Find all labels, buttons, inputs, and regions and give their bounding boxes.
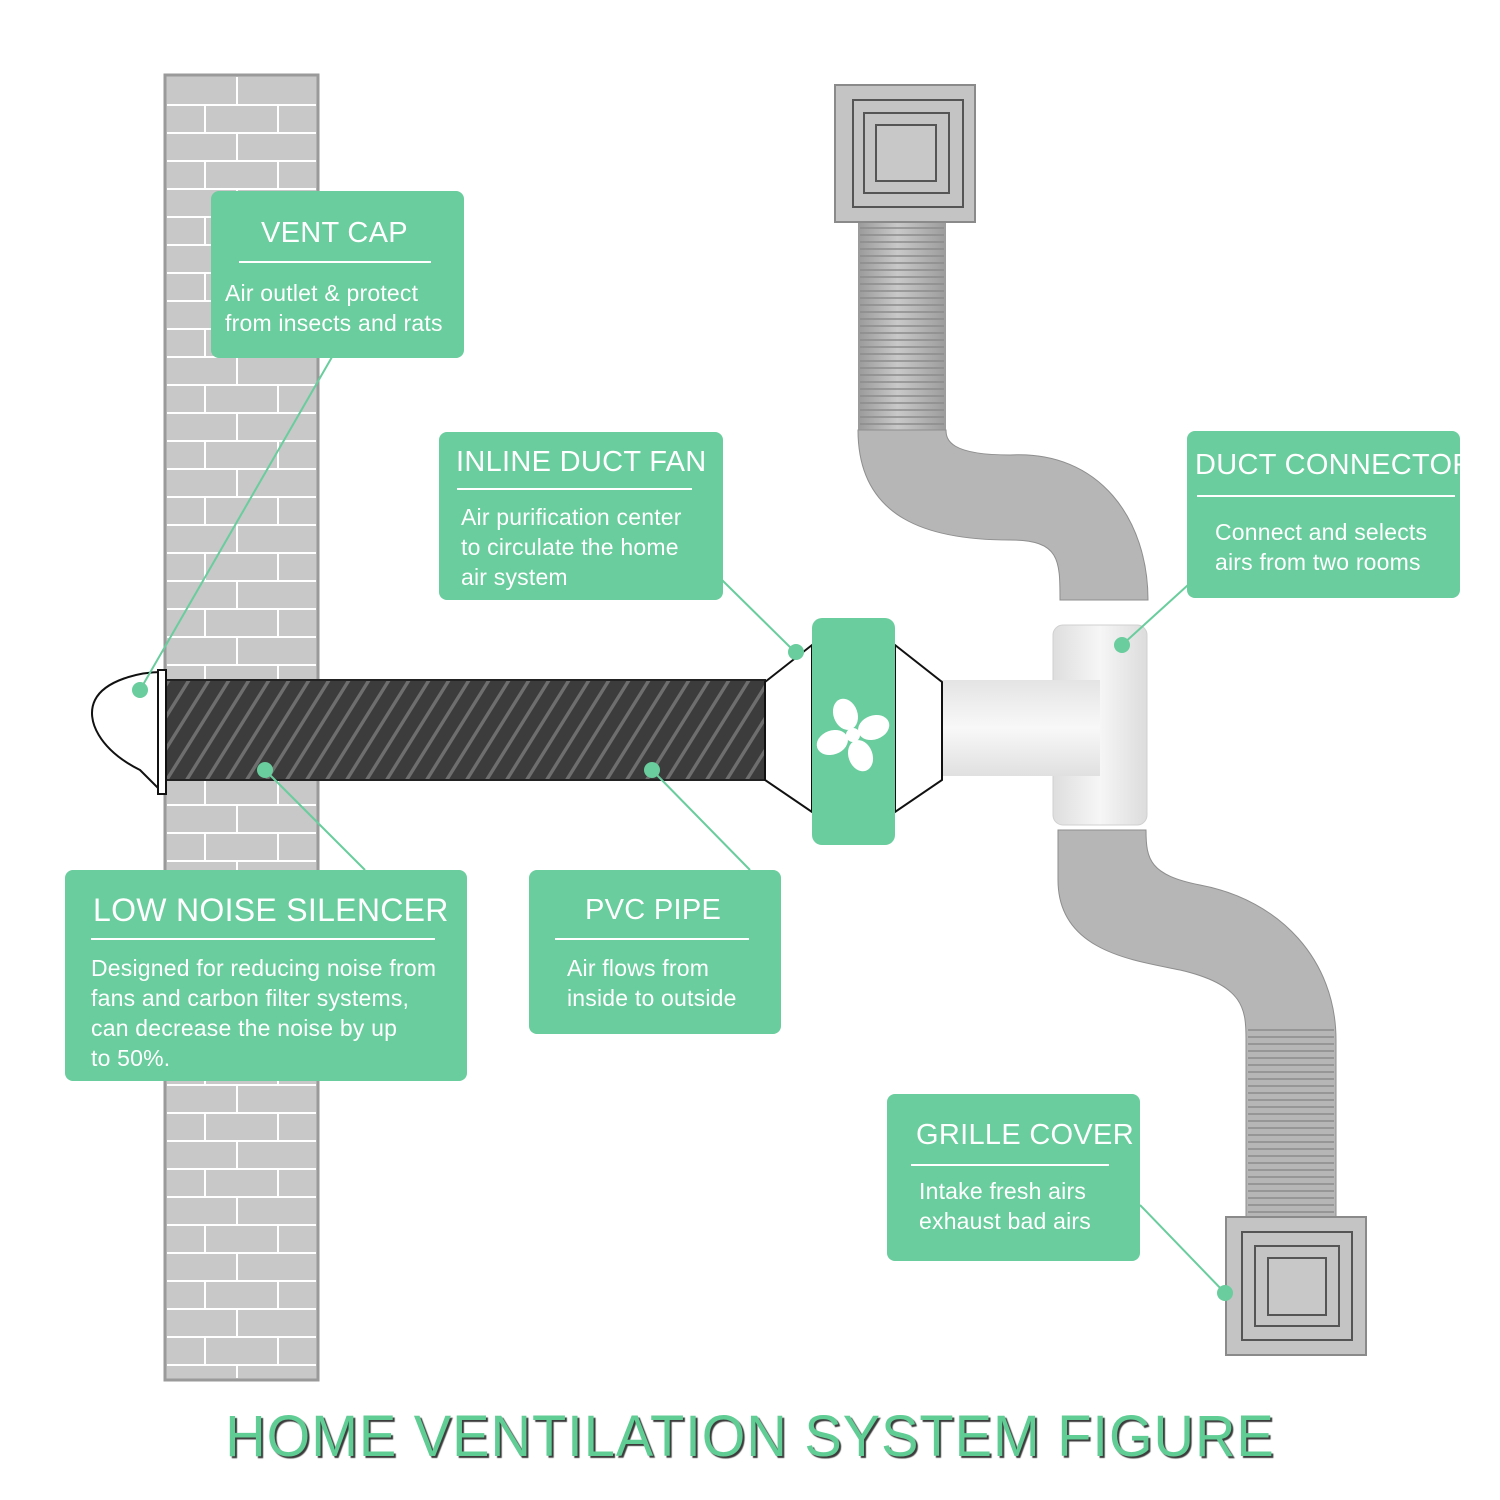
callout-divider (555, 938, 749, 940)
pointer-lines (139, 356, 1226, 1294)
pointer-dots (132, 637, 1233, 1301)
callout-description: Air outlet & protect from insects and ra… (225, 280, 443, 336)
figure-title: HOME VENTILATION SYSTEM FIGURE (225, 1402, 1275, 1469)
callout-title: INLINE DUCT FAN (456, 446, 707, 478)
duct-connector-shape (940, 624, 1148, 826)
vent-cap-callout: VENT CAP Air outlet & protect from insec… (211, 191, 464, 358)
callout-title: DUCT CONNECTOR (1195, 449, 1474, 481)
vent-cap-icon (91, 669, 167, 795)
flex-duct-upper (857, 220, 1149, 601)
callout-divider (457, 488, 692, 490)
callout-title: PVC PIPE (585, 894, 722, 926)
callout-description: Air flows from inside to outside (567, 955, 737, 1011)
callout-divider (911, 1164, 1109, 1166)
fan-icon (816, 698, 890, 772)
callout-description: Connect and selects airs from two rooms (1215, 519, 1428, 575)
inline-fan-housing (764, 618, 943, 845)
callout-description: Air purification center to circulate the… (461, 504, 682, 590)
duct-connector-callout: DUCT CONNECTOR Connect and selects airs … (1187, 431, 1473, 598)
callout-divider (91, 938, 435, 940)
flex-duct-lower (1057, 829, 1337, 1221)
callout-divider (1197, 495, 1455, 497)
callout-title: GRILLE COVER (916, 1119, 1134, 1151)
low-noise-silencer-callout: LOW NOISE SILENCER Designed for reducing… (65, 870, 467, 1081)
pvc-pipe-callout: PVC PIPE Air flows from inside to outsid… (529, 870, 781, 1034)
pvc-pipe-shape (164, 679, 766, 781)
grille-cover-icon (834, 84, 976, 223)
inline-duct-fan-callout: INLINE DUCT FAN Air purification center … (439, 432, 723, 600)
grille-cover-callout: GRILLE COVER Intake fresh airs exhaust b… (887, 1094, 1140, 1261)
callout-description: Designed for reducing noise from fans an… (91, 955, 437, 1071)
grille-cover-icon-bottom (1225, 1216, 1367, 1356)
callout-title: VENT CAP (261, 217, 408, 249)
callout-title: LOW NOISE SILENCER (93, 892, 449, 928)
callout-description: Intake fresh airs exhaust bad airs (919, 1178, 1091, 1234)
callout-divider (239, 261, 431, 263)
